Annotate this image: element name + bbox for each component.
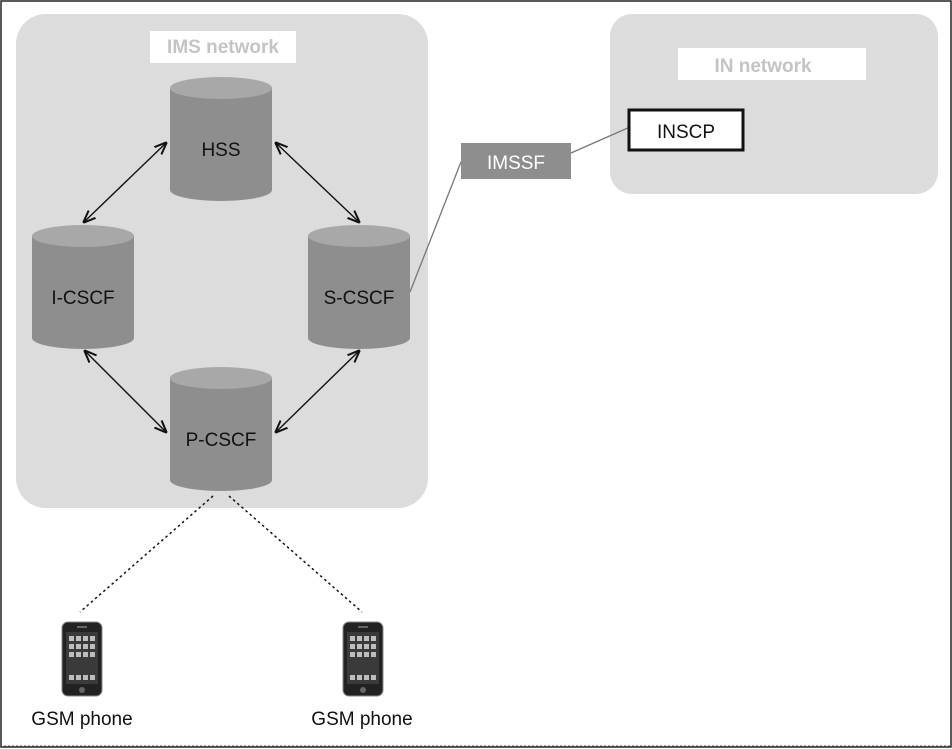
gsm-phone-1-label: GSM phone (31, 709, 132, 730)
imssf-label: IMSSF (487, 153, 545, 174)
pcscf-phone1-link (79, 495, 214, 613)
imssf-node: IMSSF (461, 143, 571, 179)
smartphone-icon (342, 621, 384, 697)
hss-label: HSS (201, 140, 240, 161)
in-network-label: IN network (714, 56, 812, 77)
smartphone-icon (61, 621, 103, 697)
scscf-pcscf-arrow (276, 351, 359, 432)
gsm-phone-1: GSM phone (31, 621, 133, 730)
in-network-region: IN network (610, 14, 938, 194)
gsm-phone-2: GSM phone (311, 621, 413, 730)
ims-network-label: IMS network (167, 37, 279, 58)
pcscf-label: P-CSCF (186, 430, 257, 451)
scscf-imssf-link (409, 161, 462, 293)
hss-icscf-arrow (84, 143, 166, 222)
pcscf-phone2-link (228, 495, 363, 613)
icscf-database-node: I-CSCF (32, 225, 134, 349)
icscf-pcscf-arrow (85, 351, 166, 432)
hss-database-node: HSS (170, 77, 272, 201)
pcscf-database-node: P-CSCF (170, 367, 272, 491)
inscp-node: INSCP (627, 108, 745, 152)
icscf-label: I-CSCF (51, 288, 114, 309)
imssf-inscp-link (570, 126, 631, 154)
inscp-label: INSCP (657, 122, 715, 143)
gsm-phone-2-label: GSM phone (311, 709, 412, 730)
scscf-database-node: S-CSCF (308, 225, 410, 349)
ims-network-label-box (150, 31, 296, 63)
scscf-label: S-CSCF (324, 288, 395, 309)
hss-scscf-arrow (276, 143, 359, 222)
in-network-label-box (678, 48, 866, 80)
